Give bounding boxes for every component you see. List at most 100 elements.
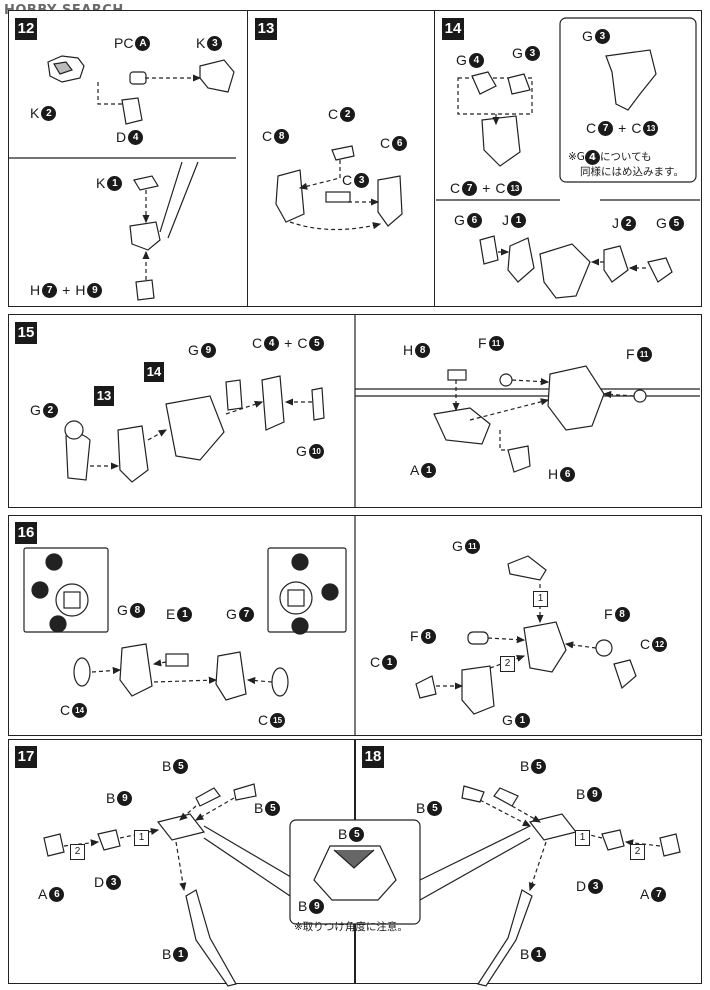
part-g1	[461, 665, 495, 715]
part-c8	[275, 169, 305, 223]
part-assembly-13-ref	[117, 425, 149, 483]
part-b5-17b	[233, 783, 257, 801]
part-assembly-14-bottom	[539, 243, 591, 299]
part-assembly-16	[523, 621, 567, 673]
part-g2	[65, 433, 91, 481]
part-h8	[447, 369, 467, 381]
part-e1	[165, 653, 189, 667]
part-c1	[415, 675, 437, 699]
part-j1	[507, 237, 535, 283]
order-mark-17-1: 1	[134, 830, 149, 846]
part-pca	[129, 71, 147, 85]
part-b1-17	[185, 889, 237, 987]
part-b5-18b	[461, 785, 485, 803]
step-number-16: 16	[15, 522, 37, 544]
part-g10	[311, 387, 325, 421]
step-number-17: 17	[15, 746, 37, 768]
part-c14	[73, 657, 91, 687]
part-a1	[433, 407, 491, 445]
part-a7	[659, 833, 681, 857]
part-f11-left	[499, 373, 513, 387]
part-g3	[507, 73, 531, 95]
part-f11-right	[633, 389, 647, 403]
order-mark-18-1: 1	[575, 830, 590, 846]
part-k1	[133, 175, 159, 191]
part-f8-left	[467, 631, 489, 645]
part-c2	[331, 145, 355, 161]
step-ref-14: 14	[144, 362, 164, 382]
part-assembly-12	[129, 221, 161, 251]
part-h6	[507, 445, 531, 473]
part-assembly-15	[547, 365, 605, 431]
order-mark-16-1: 1	[533, 591, 548, 607]
part-c6	[377, 175, 403, 227]
part-g7	[215, 651, 247, 701]
part-k3	[199, 59, 235, 93]
step-number-14: 14	[442, 18, 464, 40]
part-h7-h9	[135, 279, 155, 301]
part-c4-c5	[261, 375, 285, 431]
part-b5-18a	[493, 787, 519, 807]
order-mark-17-2: 2	[70, 844, 85, 860]
part-c15	[271, 667, 289, 697]
part-d3-18	[601, 829, 625, 851]
note-mounting-angle: ※取りつけ角度に注意。	[294, 921, 408, 933]
order-mark-16-2: 2	[500, 656, 515, 672]
part-b9-18	[528, 813, 578, 841]
part-f8-right	[595, 639, 613, 657]
part-d4	[121, 97, 143, 125]
caution-mark	[64, 420, 84, 440]
part-g9	[225, 379, 243, 411]
part-g8	[119, 643, 153, 697]
part-b9-detail	[313, 845, 397, 901]
part-g11	[507, 555, 547, 581]
part-g3-detail	[605, 49, 657, 111]
step-number-12: 12	[15, 18, 37, 40]
part-assembly-14-top	[481, 115, 521, 167]
part-b1-18	[477, 889, 533, 987]
step-number-13: 13	[255, 18, 277, 40]
